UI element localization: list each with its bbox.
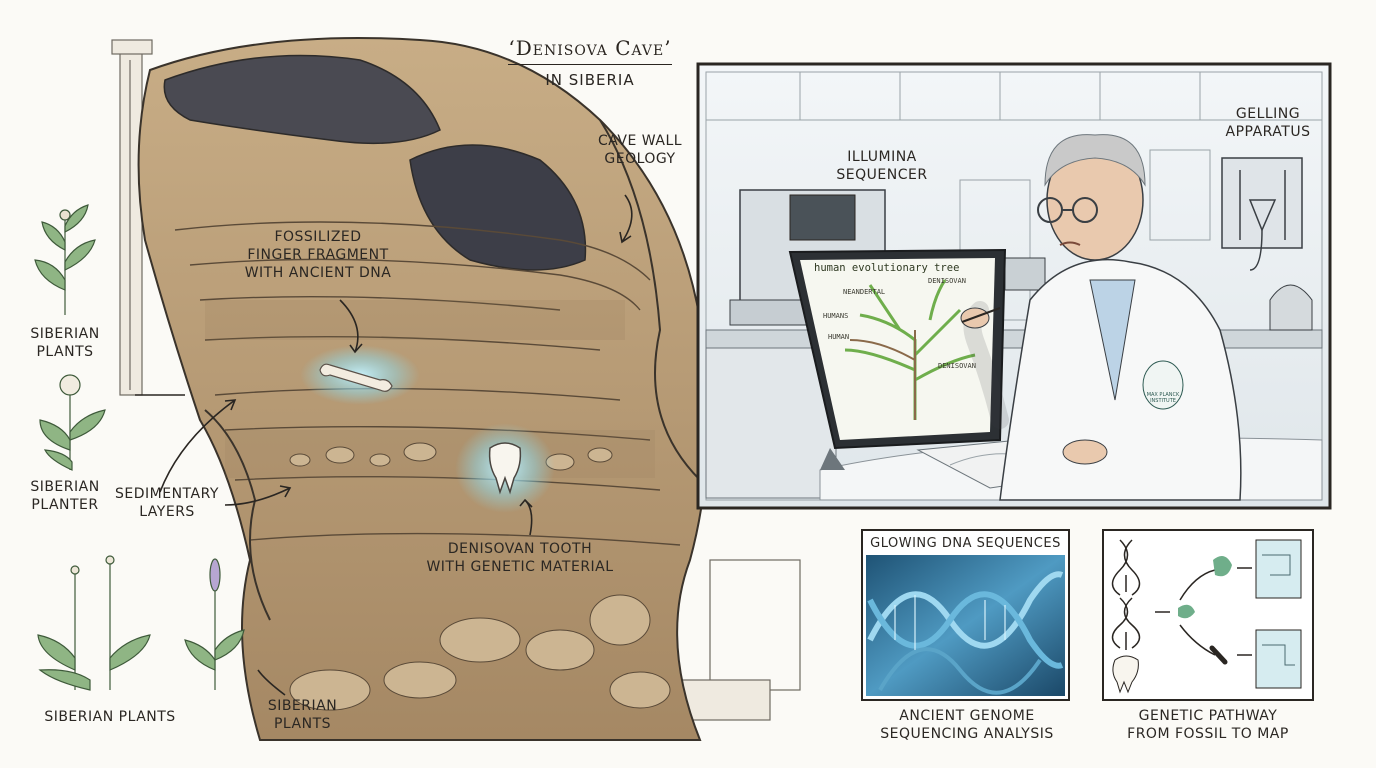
label-sedimentary-layers: Sedimentary layers bbox=[115, 486, 219, 520]
tablet bbox=[788, 248, 1007, 470]
label-siberian-plants-1: Siberian plants bbox=[30, 326, 100, 360]
tree-node: Neandertal bbox=[843, 288, 886, 296]
page-title: ‘Denisova Cave’ bbox=[508, 36, 672, 65]
label-siberian-planter: Siberian planter bbox=[30, 479, 100, 513]
tooth-icon bbox=[1112, 655, 1139, 694]
pathway-panel bbox=[1102, 529, 1314, 701]
pathway-panel-caption: Genetic pathway from fossil to map bbox=[1127, 708, 1289, 742]
title-block: ‘Denisova Cave’ in Siberia bbox=[505, 36, 675, 89]
dna-helix-icon bbox=[867, 571, 1064, 695]
coat-badge: Max Planck Institute bbox=[1146, 392, 1180, 404]
page-subtitle: in Siberia bbox=[545, 71, 635, 89]
bone-icon bbox=[1209, 645, 1228, 665]
dna-panel-header: Glowing DNA sequences bbox=[870, 536, 1061, 551]
label-gelling-apparatus: Gelling apparatus bbox=[1225, 106, 1311, 140]
cave-section bbox=[137, 37, 709, 741]
callout-arrows bbox=[134, 194, 633, 696]
dna-panel-caption: Ancient genome sequencing analysis bbox=[880, 708, 1054, 742]
scientist bbox=[960, 134, 1242, 501]
label-illumina-sequencer: Illumina sequencer bbox=[836, 149, 928, 183]
label-finger-fragment: Fossilized finger fragment with ancient … bbox=[244, 229, 392, 281]
map-icon bbox=[1255, 539, 1302, 599]
tree-node: Human bbox=[828, 333, 850, 341]
label-denisovan-tooth: Denisovan tooth with genetic material bbox=[426, 541, 614, 575]
tree-node: Humans bbox=[823, 312, 849, 320]
label-cave-wall: Cave wall geology bbox=[597, 133, 683, 167]
plant-icon bbox=[34, 204, 245, 691]
label-siberian-plants-right: Siberian plants bbox=[267, 698, 338, 732]
tree-node: Denisovan bbox=[938, 362, 976, 370]
dna-panel bbox=[861, 529, 1070, 701]
label-siberian-plants-bottom: Siberian plants bbox=[44, 709, 176, 725]
bone-icon bbox=[319, 363, 393, 392]
tablet-title: human evolutionary tree bbox=[814, 262, 960, 274]
tree-node: Denisovan bbox=[928, 277, 966, 285]
tooth-icon bbox=[488, 442, 522, 495]
map-icon bbox=[1255, 629, 1302, 689]
lab-panel bbox=[696, 62, 1332, 510]
